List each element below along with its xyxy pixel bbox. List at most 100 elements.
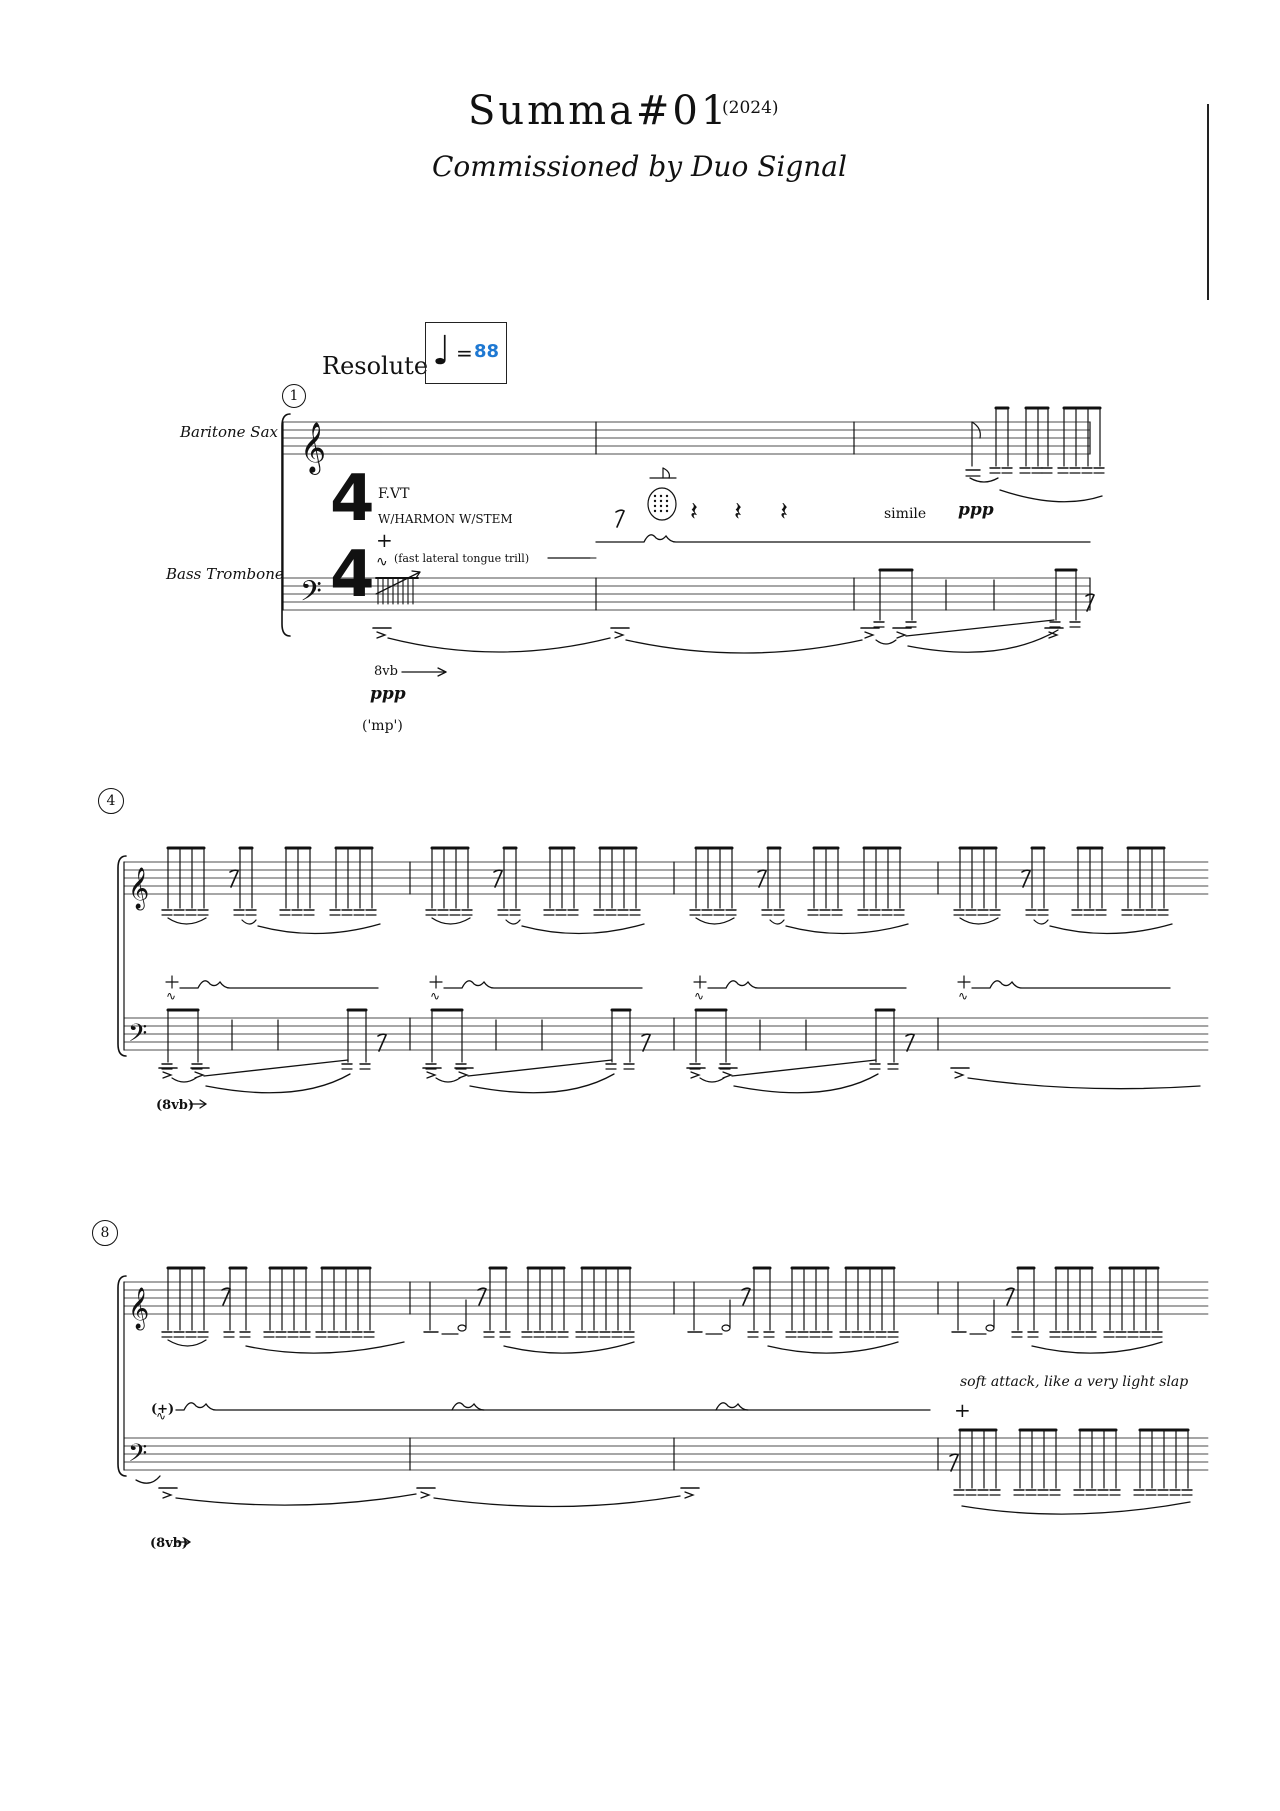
half-notehead (721, 1324, 731, 1332)
eighth-rest (615, 509, 626, 528)
slur (203, 1059, 349, 1077)
trill-label: (fast lateral tongue trill) (394, 552, 530, 565)
slur (257, 923, 381, 935)
treble-clef-icon: 𝄞 (300, 422, 326, 475)
system-bracket (117, 1275, 127, 1477)
trill-icon: ∿ (156, 1409, 166, 1423)
half-notehead (985, 1324, 995, 1332)
time-signature-bottom: 4 (330, 538, 375, 612)
trill-bump (715, 1402, 749, 1411)
rehearsal-number-text: 4 (106, 793, 116, 809)
bass-clef-icon: 𝄢 (128, 1439, 147, 1474)
hand-dot (659, 494, 663, 498)
technique-fvt: F.VT (378, 486, 410, 502)
hand-dot (665, 509, 669, 513)
score-subtitle: Commissioned by Duo Signal (432, 150, 847, 183)
eighth-rest (741, 1287, 752, 1306)
score-year: (2024) (722, 98, 779, 118)
flag (662, 467, 670, 479)
trill-line (443, 980, 643, 989)
sax-dynamic-ppp: ppp (958, 500, 994, 520)
quarter-note-icon: ♩ (432, 328, 451, 374)
tie (171, 1077, 197, 1083)
tempo-equals: = (456, 341, 473, 365)
trill-line (971, 980, 1171, 989)
hand-dot (659, 504, 663, 508)
slur (731, 1059, 877, 1077)
eighth-rest (1021, 869, 1032, 888)
eighth-rest (477, 1287, 488, 1306)
trill-icon: ∿ (376, 554, 388, 570)
tie (1033, 919, 1049, 925)
slur (767, 1341, 899, 1354)
eighth-rest (221, 1287, 232, 1306)
tie (241, 919, 257, 925)
slur (503, 1341, 635, 1354)
slur (999, 489, 1103, 503)
tie (969, 477, 999, 483)
arrow-head (411, 570, 421, 579)
slur (695, 917, 735, 925)
eighth-rest (229, 869, 240, 888)
long-tie (625, 639, 863, 654)
slur (431, 917, 471, 925)
eighth-rest (641, 1033, 652, 1052)
slur (469, 1073, 615, 1094)
hand-dot (665, 504, 669, 508)
dynamic-ppp: ppp (370, 684, 406, 704)
rehearsal-number-text: 8 (100, 1225, 110, 1241)
slur (205, 1073, 351, 1094)
long-tie (387, 637, 611, 653)
octave-marking-sys3: (8vb) (150, 1536, 188, 1551)
open-plus: (+) (151, 1402, 175, 1417)
slur (785, 923, 909, 935)
eighth-rest (757, 869, 768, 888)
trill-icon: ∿ (694, 989, 704, 1003)
tie (769, 919, 785, 925)
time-signature-top: 4 (330, 462, 375, 536)
eighth-rest (1005, 1287, 1016, 1306)
held-note-accent (614, 631, 625, 639)
eighth-rest (493, 869, 504, 888)
rehearsal-number-4: 4 (98, 788, 124, 814)
plus-sign: + (376, 528, 393, 552)
page-edge-rule (1207, 104, 1209, 300)
slur (905, 619, 1055, 637)
bass-clef-icon: 𝄢 (128, 1019, 147, 1054)
instrument-label-baritone-sax: Baritone Sax (180, 424, 278, 441)
tie (505, 919, 521, 925)
octave-marking: 8vb (374, 664, 398, 679)
slur (961, 1501, 1191, 1515)
slap-instruction: soft attack, like a very light slap (960, 1374, 1189, 1390)
tie-in (135, 1475, 161, 1484)
held-note-accent (162, 1491, 173, 1499)
tempo-box: ♩ = 88 (425, 322, 507, 384)
tempo-label: Resolute (322, 352, 429, 380)
slur (521, 923, 645, 935)
tie (699, 1077, 725, 1083)
slur (1031, 1341, 1163, 1354)
quarter-rest-icon: 𝄽 (780, 497, 788, 527)
held-note-accent (376, 631, 387, 639)
slur (167, 917, 207, 925)
bass-clef-icon: 𝄢 (300, 575, 322, 615)
held-note-accent (954, 1071, 965, 1079)
long-tie (967, 1077, 1201, 1090)
system-bracket (117, 855, 127, 1057)
quarter-rest-icon: 𝄽 (734, 497, 742, 527)
slur (167, 1339, 207, 1347)
instrument-name: Bass Trombone (166, 565, 284, 583)
hand-dot (653, 499, 657, 503)
eighth-rest (905, 1033, 916, 1052)
arrow-head (199, 1099, 207, 1109)
trill-line (175, 1402, 931, 1411)
eighth-rest (1085, 593, 1096, 612)
held-note-accent (458, 1071, 469, 1079)
hand-dot (653, 494, 657, 498)
hand-dot (665, 494, 669, 498)
slur (467, 1059, 613, 1077)
flag (971, 421, 981, 439)
trill-icon: ∿ (430, 989, 440, 1003)
rehearsal-number-text: 1 (289, 388, 299, 404)
